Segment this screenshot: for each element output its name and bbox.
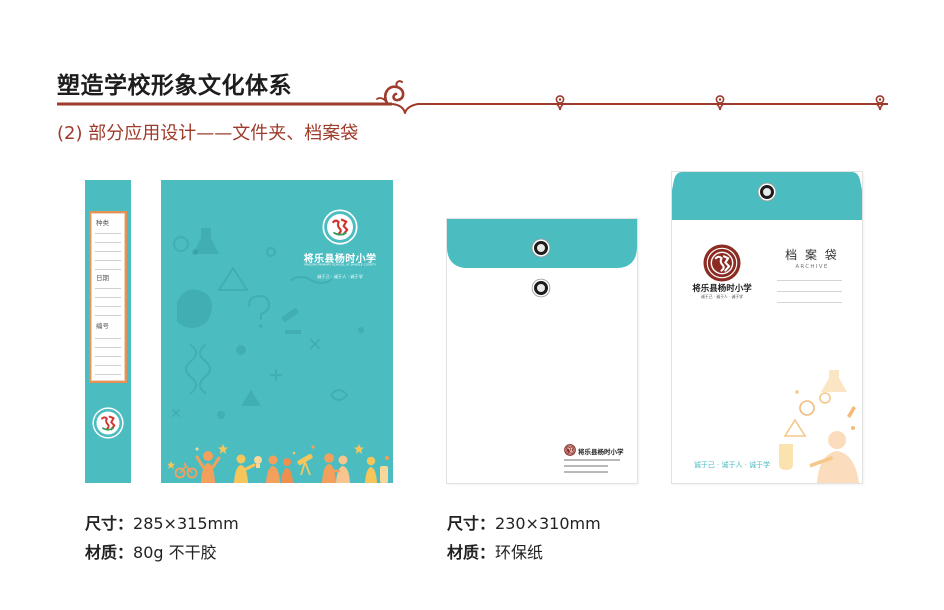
bag-size-spec: 尺寸：230×310mm bbox=[447, 510, 601, 534]
lightbulb-doodle bbox=[254, 456, 262, 468]
bicycle-doodle bbox=[174, 462, 198, 479]
folder-spine: 种类 日期 编号 bbox=[85, 180, 131, 483]
divider-ornament bbox=[875, 95, 885, 111]
phone-text-line bbox=[564, 465, 608, 467]
eyelet-button-icon bbox=[760, 185, 774, 199]
school-emblem-icon bbox=[92, 407, 124, 439]
page-title: 塑造学校形象文化体系 bbox=[57, 73, 292, 99]
spine-field-category: 种类 bbox=[96, 219, 109, 227]
school-motto: 诚于己 · 诚于人 · 诚于学 bbox=[700, 294, 743, 299]
school-name: 将乐县杨时小学 bbox=[692, 284, 752, 294]
archive-bag: 将乐县杨时小学 诚于己 · 诚于人 · 诚于学 档 案 袋 ARCHIVE 诚于… bbox=[672, 172, 862, 483]
spec-label: 尺寸： bbox=[85, 514, 134, 533]
cover-background-doodles bbox=[172, 228, 364, 419]
kids-illustration bbox=[167, 444, 389, 483]
school-motto-footer: 诚于己 · 诚于人 · 诚于学 bbox=[693, 461, 771, 469]
address-text-line bbox=[564, 459, 620, 461]
eyelet-button-icon bbox=[534, 281, 548, 295]
school-name: 将乐县杨时小学 bbox=[578, 448, 624, 456]
kid-figure bbox=[195, 451, 221, 483]
folder-cover: 将乐县杨时小学 YANGSHI PRIMARY SCHOOL OF JIANGL… bbox=[161, 180, 393, 483]
school-motto: 诚于己 · 诚于人 · 诚于学 bbox=[317, 274, 363, 280]
spine-writing-lines bbox=[95, 225, 121, 270]
section-subtitle: (2) 部分应用设计——文件夹、档案袋 bbox=[57, 123, 359, 144]
spec-label: 材质： bbox=[447, 543, 496, 562]
writing-line bbox=[777, 280, 842, 281]
school-emblem-icon bbox=[703, 244, 741, 282]
kid-figure bbox=[234, 454, 256, 483]
spine-field-number: 编号 bbox=[96, 322, 109, 330]
writing-line bbox=[777, 302, 842, 303]
divider-ornament bbox=[555, 95, 565, 111]
spine-writing-lines bbox=[95, 330, 121, 375]
spec-value: 285×315mm bbox=[133, 514, 239, 533]
archive-title-english: ARCHIVE bbox=[795, 264, 829, 270]
folder-material-spec: 材质：80g 不干胶 bbox=[85, 539, 217, 563]
kid-figure bbox=[322, 453, 350, 483]
kid-figure bbox=[365, 456, 377, 483]
file-envelope: 将乐县杨时小学 bbox=[447, 219, 637, 483]
school-name: 将乐县杨时小学 bbox=[303, 254, 377, 265]
telescope-doodle bbox=[297, 453, 313, 476]
school-emblem-icon bbox=[564, 444, 576, 456]
spine-label-card: 种类 日期 编号 bbox=[89, 211, 127, 383]
school-name-english: YANGSHI PRIMARY SCHOOL OF JIANGLE COUNTY bbox=[303, 263, 377, 267]
spec-label: 材质： bbox=[85, 543, 134, 562]
kid-figure bbox=[266, 455, 293, 483]
divider-main-ornament bbox=[376, 80, 405, 105]
spec-value: 环保纸 bbox=[495, 543, 544, 562]
eyelet-button-icon bbox=[534, 241, 548, 255]
writing-line bbox=[777, 291, 842, 292]
bag-material-spec: 材质：环保纸 bbox=[447, 539, 543, 563]
spine-writing-lines bbox=[95, 280, 121, 316]
spec-value: 80g 不干胶 bbox=[133, 543, 217, 562]
archive-title: 档 案 袋 bbox=[785, 248, 839, 262]
school-emblem-icon bbox=[322, 209, 358, 245]
science-illustration bbox=[779, 370, 859, 483]
folder-size-spec: 尺寸：285×315mm bbox=[85, 510, 239, 534]
header-divider bbox=[57, 80, 888, 114]
spec-label: 尺寸： bbox=[447, 514, 496, 533]
divider-ornament bbox=[715, 95, 725, 111]
spine-field-date: 日期 bbox=[96, 274, 109, 282]
phone-text-line bbox=[564, 471, 608, 473]
spec-value: 230×310mm bbox=[495, 514, 601, 533]
